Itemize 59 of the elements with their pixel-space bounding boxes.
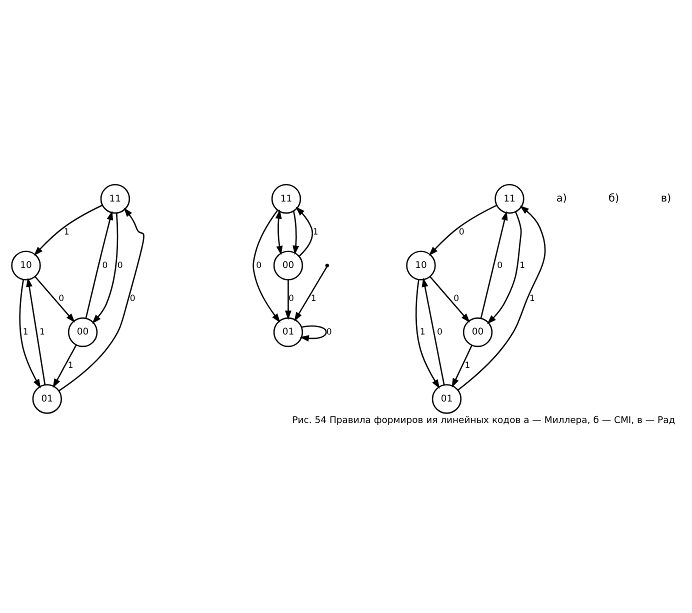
arrow [416, 280, 440, 389]
arrow [296, 206, 313, 257]
edge-label: 1 [64, 227, 70, 238]
edge-label: 1 [39, 328, 45, 338]
arrow [457, 206, 546, 391]
edge-label: 1 [68, 360, 74, 371]
node-circle: 10 [11, 250, 41, 280]
label: а) [556, 192, 567, 204]
node-circle: 01 [32, 384, 62, 414]
edge-label: 0 [117, 260, 123, 271]
arrow [58, 208, 144, 392]
edge-label: 0 [58, 294, 64, 304]
edge-label: 0 [102, 260, 108, 271]
arrow [300, 325, 327, 342]
edge-label: 0 [288, 294, 294, 304]
node-circle: 10 [406, 250, 436, 280]
label: в) [660, 192, 672, 204]
edge-label: 1 [22, 328, 28, 338]
arrow [52, 344, 77, 388]
label: б) [608, 192, 620, 204]
edge-label: 1 [310, 294, 316, 304]
arrow [19, 280, 41, 388]
edge-label: 1 [464, 360, 470, 371]
node-circle: 00 [462, 317, 493, 348]
edge-label: 0 [497, 260, 503, 271]
arrow [422, 278, 445, 385]
edge-label: 1 [530, 294, 535, 304]
arrow [34, 204, 103, 256]
arrow [34, 276, 76, 323]
arrow [85, 210, 114, 318]
arrow [252, 210, 280, 323]
arrow [284, 280, 292, 320]
arrow [275, 210, 283, 256]
arrow [92, 213, 118, 324]
node-circle: 11 [100, 184, 130, 214]
arrow [452, 344, 473, 388]
edge-label: 0 [130, 294, 136, 304]
arrow [430, 276, 470, 323]
node-circle: 00 [68, 317, 98, 348]
node-circle: 11 [494, 184, 524, 214]
edge-label: 0 [326, 328, 332, 338]
arrow [487, 212, 522, 324]
edge-label: 1 [520, 260, 526, 271]
node-circle: 00 [273, 250, 304, 280]
arrow [480, 210, 508, 319]
arrow [294, 266, 328, 322]
edge-label: 1 [420, 328, 426, 338]
caption: Рис. 54 Правила формиров ия линейных кодов а — Миллера, б — CMI, в — Рад [292, 415, 676, 426]
arrow [26, 278, 46, 385]
edge-label: 0 [454, 294, 460, 304]
edge-label: 1 [312, 227, 318, 238]
arrow [292, 211, 300, 255]
node-circle: 01 [273, 317, 304, 348]
edge-label: 0 [437, 328, 443, 338]
edge-label: 0 [256, 260, 262, 271]
node-circle: 01 [432, 384, 462, 414]
node-circle: 11 [271, 184, 302, 214]
arrow [428, 204, 498, 256]
edge-label: 0 [458, 227, 464, 238]
